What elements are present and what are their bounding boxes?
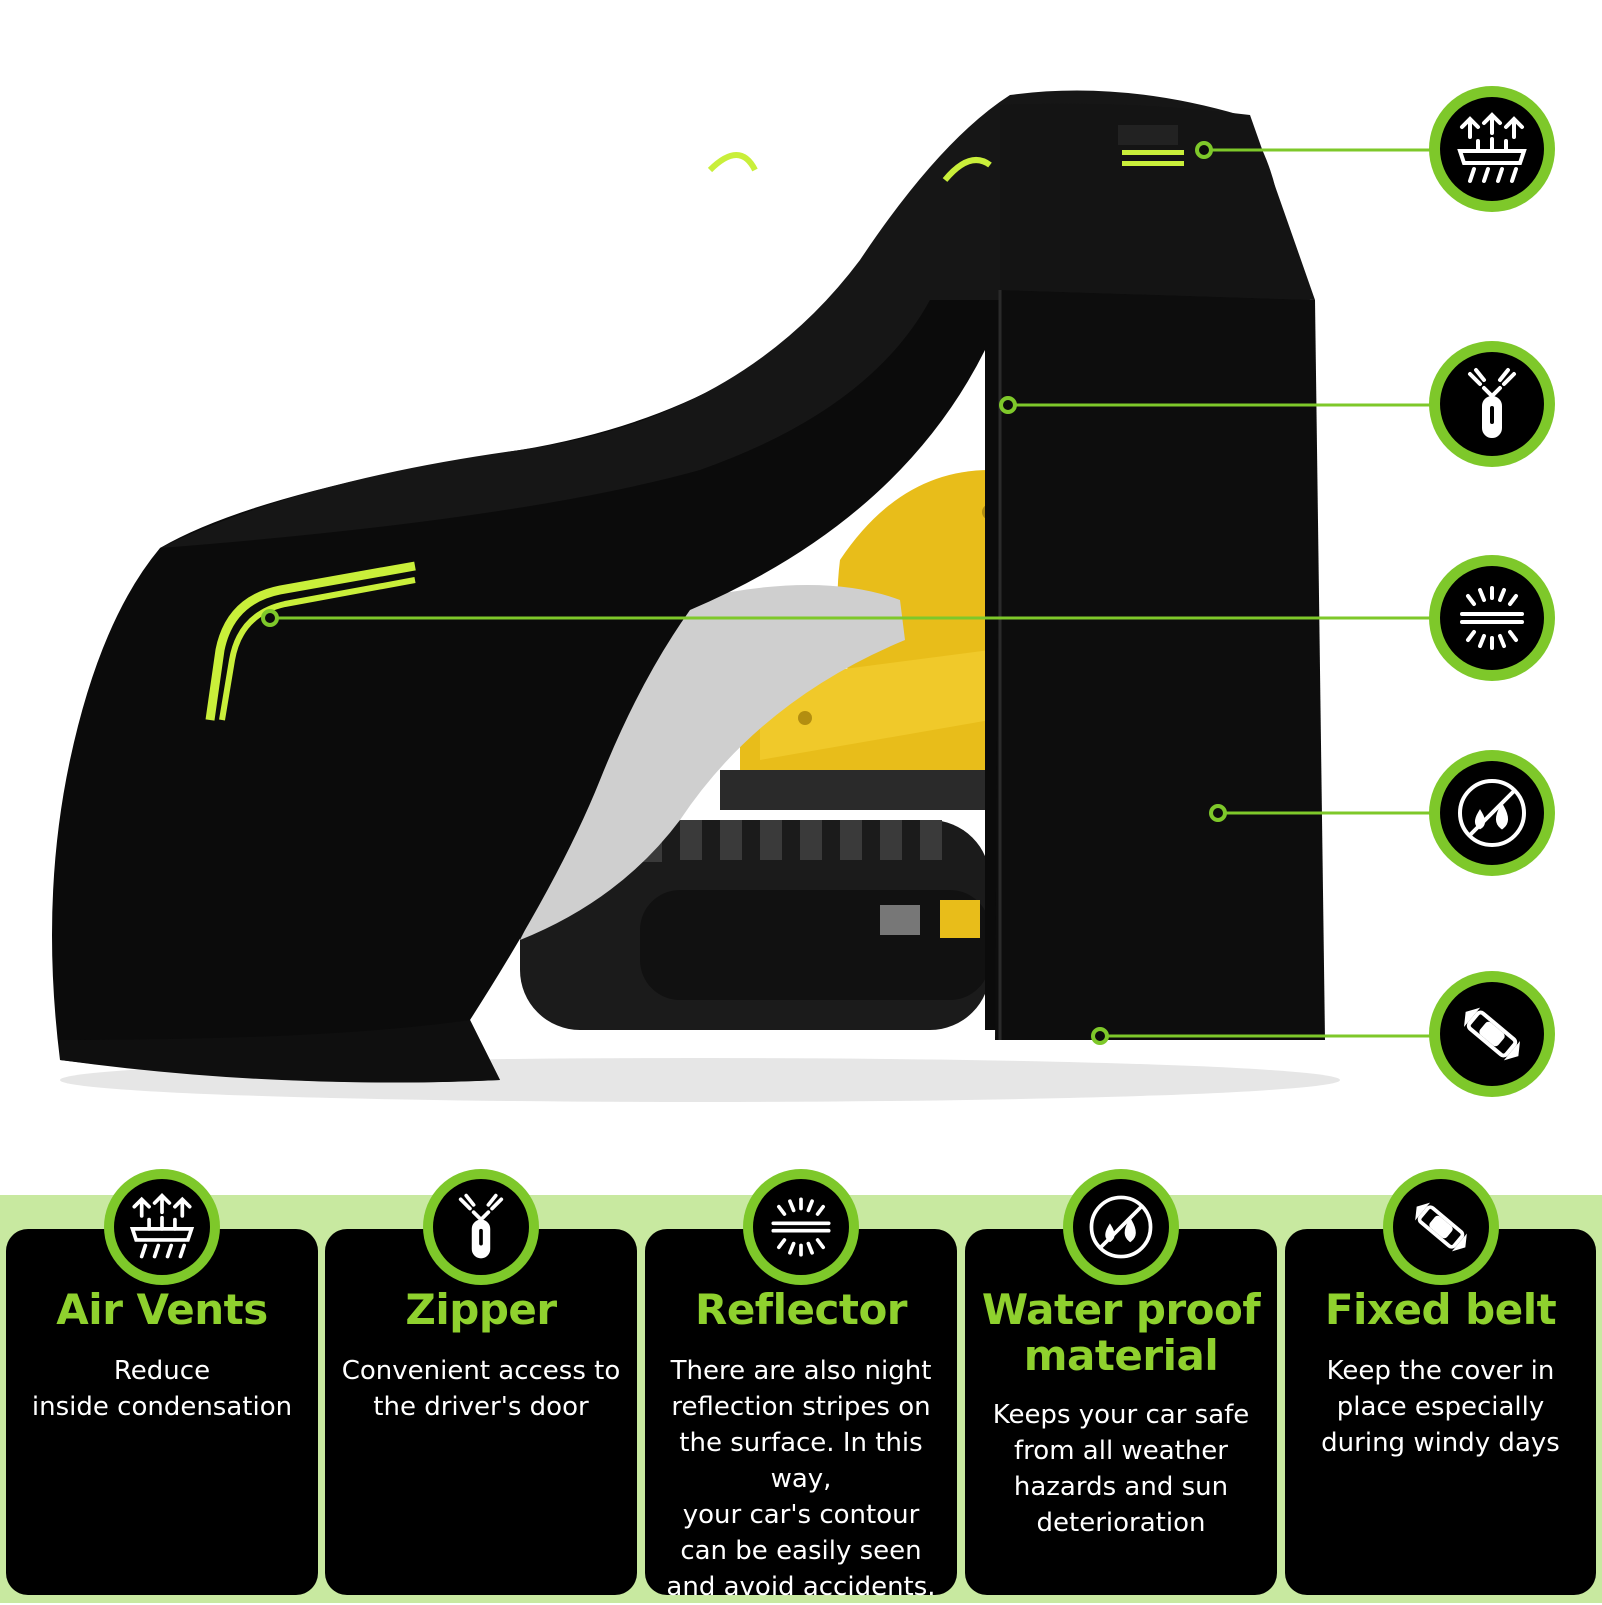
cover-hem [60, 1020, 500, 1083]
desc-line: the driver's door [373, 1392, 589, 1422]
feature-title: Fixed belt [1324, 1285, 1557, 1334]
waterproof-icon [1073, 1179, 1169, 1275]
cover-upper-panel [1000, 103, 1315, 300]
feature-description: Convenient access to the driver's door [331, 1353, 631, 1425]
air-vent-icon [1440, 97, 1544, 201]
buckle-icon [1440, 982, 1544, 1086]
desc-line: place especially [1336, 1392, 1545, 1422]
feature-card-air-vents: Air Vents Reduce inside condensation [6, 1179, 318, 1595]
desc-line: from all weather [1014, 1436, 1228, 1466]
reflective-strip [205, 561, 416, 721]
feature-band: Air Vents Reduce inside condensation Zip… [0, 1179, 1602, 1603]
feature-description: Keep the cover in place especially durin… [1291, 1353, 1590, 1461]
title-line: Water proof [981, 1285, 1261, 1334]
buckle-icon [1392, 1179, 1489, 1275]
desc-line: the surface. In this way, [679, 1428, 923, 1494]
zipper-icon [433, 1179, 529, 1275]
zipper-icon [1440, 352, 1544, 456]
desc-line: There are also night [670, 1356, 932, 1386]
desc-line: your car's contour [682, 1500, 920, 1530]
feature-description: There are also night reflection stripes … [651, 1353, 951, 1605]
feature-title: Water proof material [969, 1287, 1273, 1379]
feature-card-zipper: Zipper Convenient access to the driver's… [325, 1179, 637, 1595]
desc-line: during windy days [1321, 1428, 1560, 1458]
feature-card-reflector: Reflector There are also night reflectio… [645, 1179, 957, 1602]
desc-line: Keep the cover in [1326, 1356, 1555, 1386]
desc-line: inside condensation [31, 1392, 293, 1422]
feature-title: Zipper [405, 1285, 557, 1334]
cover-side-panel [995, 290, 1325, 1040]
title-line: material [1023, 1331, 1219, 1380]
top-reflective-loops [707, 152, 992, 182]
air-vent-icon [114, 1179, 210, 1275]
desc-line: hazards and sun [1013, 1472, 1229, 1502]
top-vent [1118, 125, 1178, 145]
reflector-icon [753, 1179, 849, 1275]
product-illustration [52, 90, 1340, 1102]
feature-card-fixed-belt: Fixed belt Keep the cover in place espec… [1285, 1179, 1596, 1595]
desc-line: deterioration [1036, 1508, 1206, 1538]
feature-title: Air Vents [56, 1285, 268, 1334]
desc-line: and avoid accidents. [666, 1572, 936, 1602]
waterproof-icon [1440, 761, 1544, 865]
feature-description: Keeps your car safe from all weather haz… [971, 1397, 1271, 1541]
feature-title: Reflector [694, 1285, 908, 1334]
desc-line: can be easily seen [680, 1536, 922, 1566]
desc-line: Reduce [113, 1356, 211, 1386]
desc-line: reflection stripes on [671, 1392, 931, 1422]
feature-description: Reduce inside condensation [12, 1353, 312, 1425]
feature-card-waterproof: Water proof material Keeps your car safe… [965, 1179, 1277, 1595]
desc-line: Convenient access to [341, 1356, 621, 1386]
cover-lining [520, 585, 905, 940]
reflector-icon [1440, 566, 1544, 670]
desc-line: Keeps your car safe [992, 1400, 1250, 1430]
